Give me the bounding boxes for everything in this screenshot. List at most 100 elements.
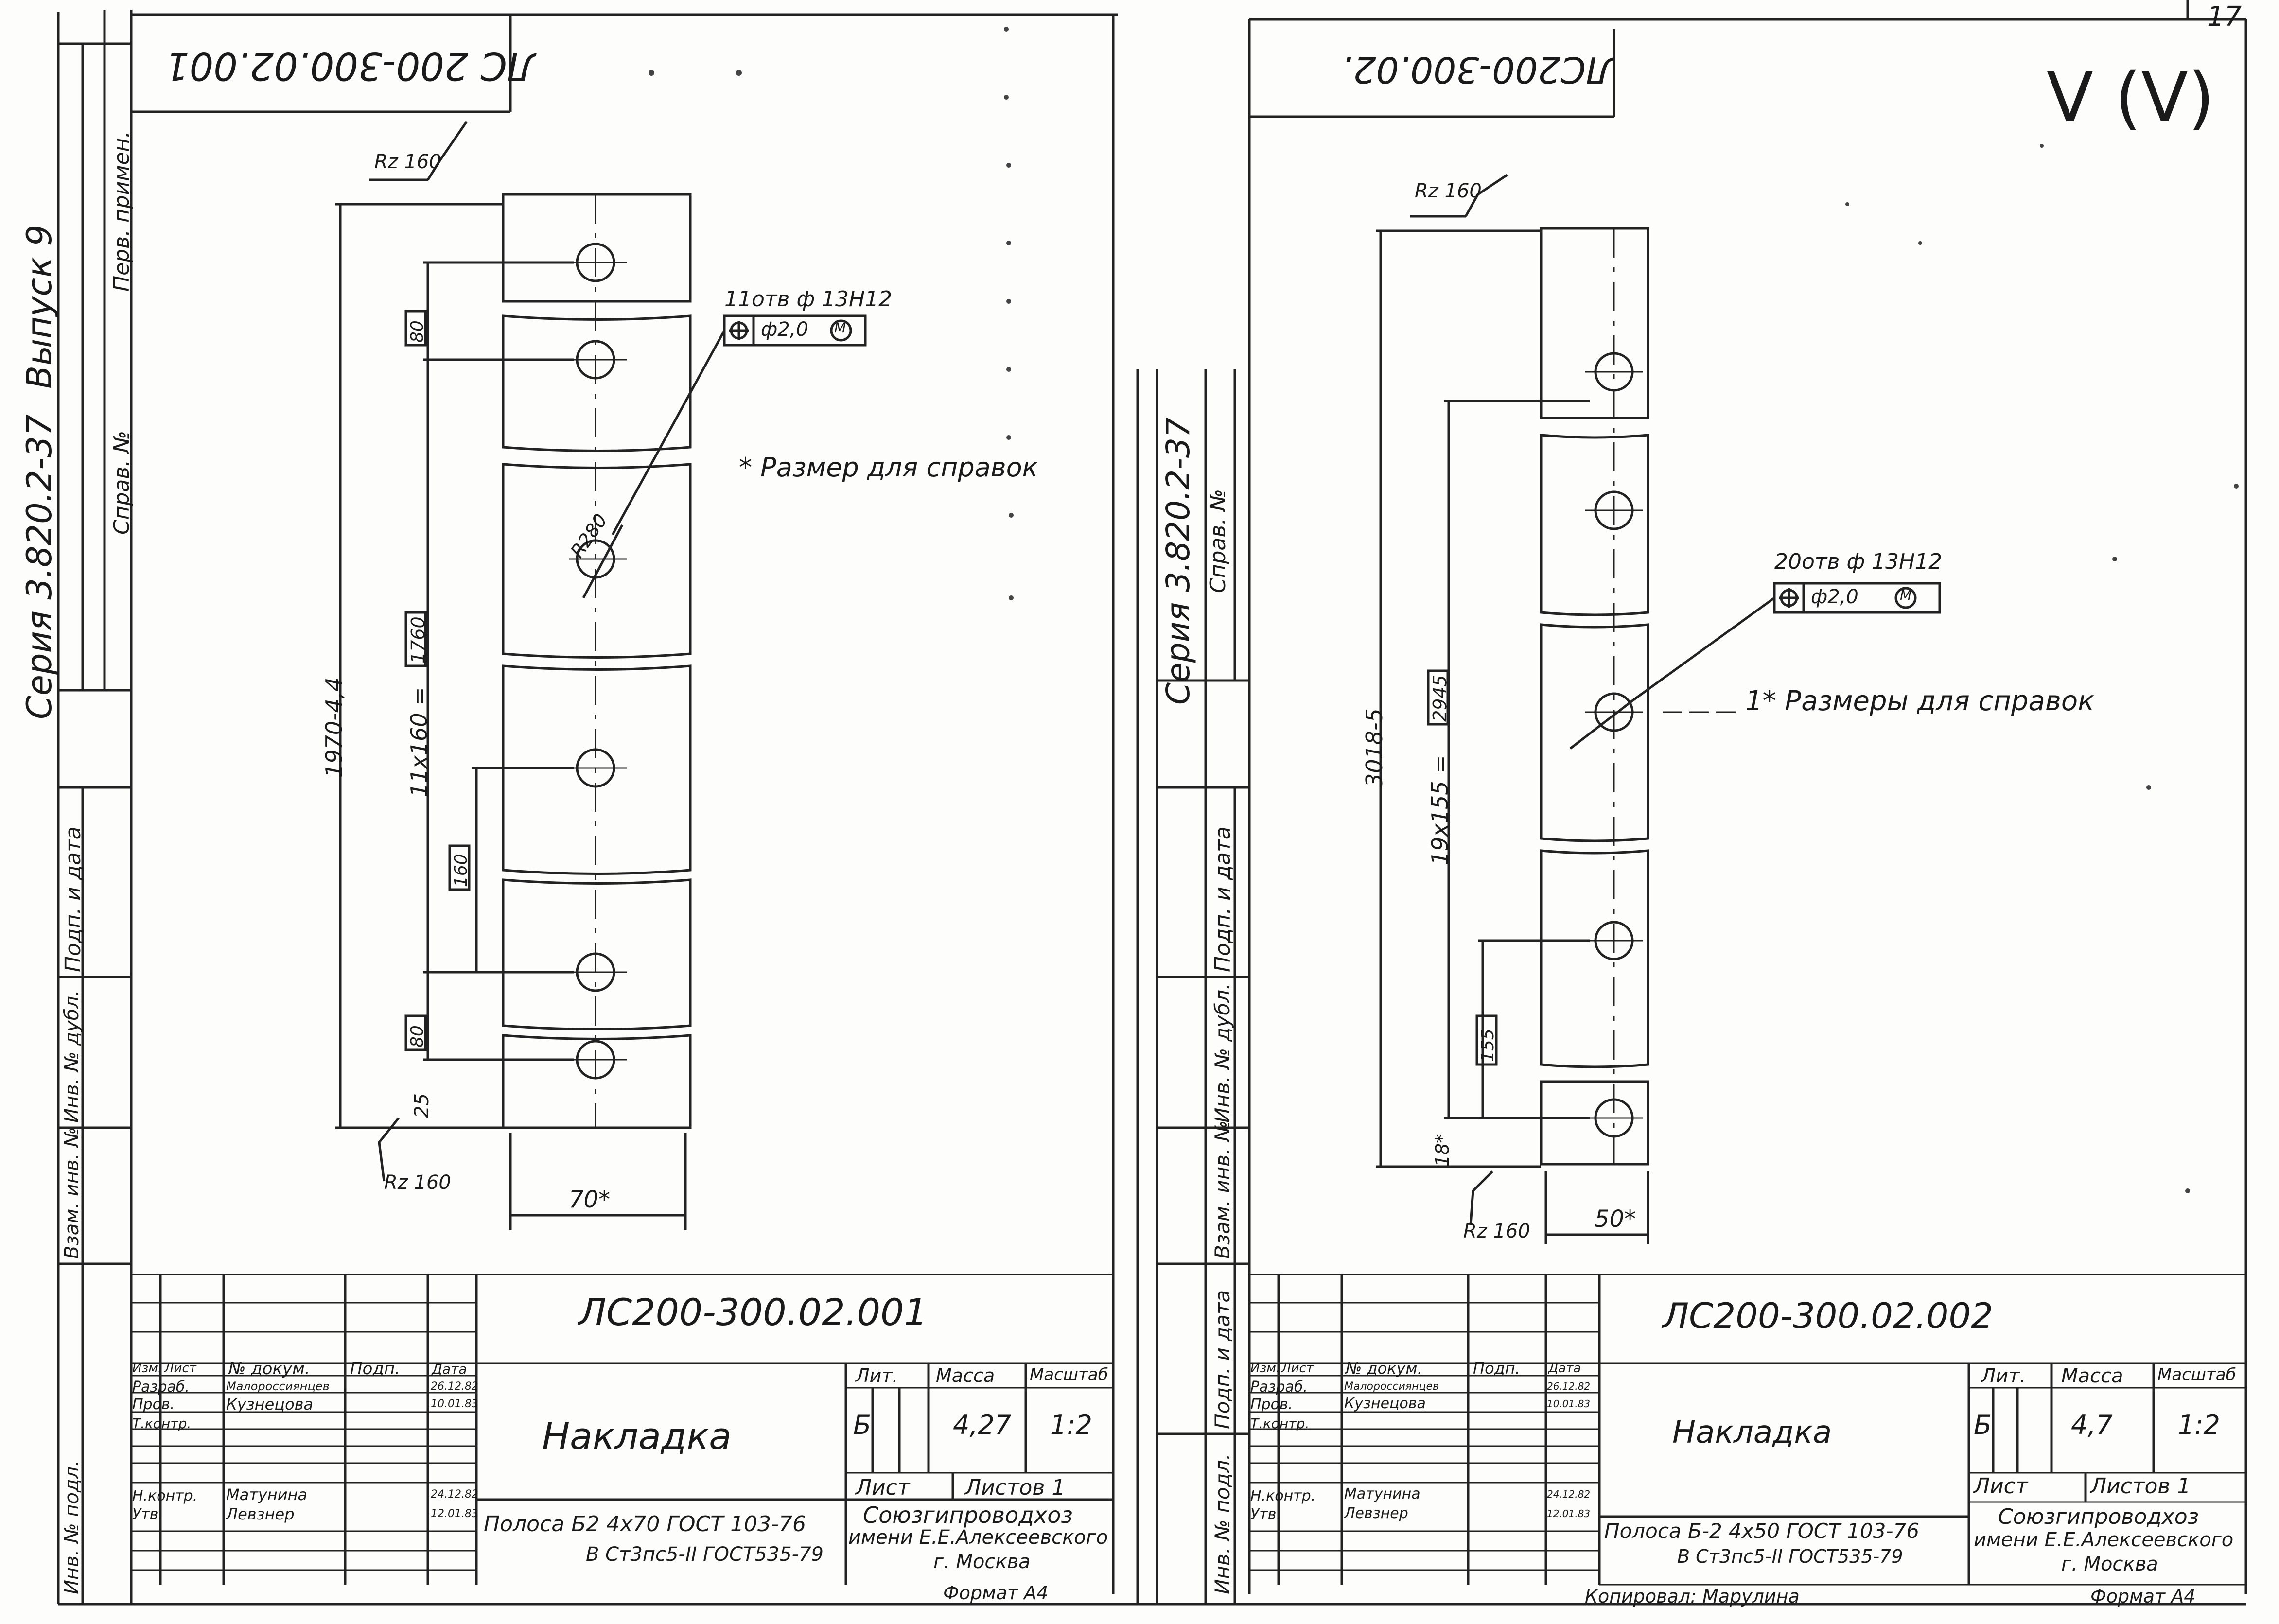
sheet2-date-4: 24.12.82 bbox=[1547, 1488, 1591, 1500]
sheet1-dim-edge: 25 bbox=[411, 1093, 433, 1118]
sheet2-tolerance: ф2,0 bbox=[1811, 586, 1858, 608]
sheet2-hdr-doc: № докум. bbox=[1346, 1359, 1422, 1378]
sheet2-part-name: Накладка bbox=[1672, 1414, 1832, 1450]
sheet1-hdr-date: Дата bbox=[432, 1361, 467, 1377]
sheet1-hdr-doc: № докум. bbox=[228, 1359, 310, 1379]
sheet1-mass-label: Масса bbox=[936, 1365, 995, 1386]
sheet2-lit-label: Лит. bbox=[1981, 1365, 2026, 1387]
sheet1-material-1: Полоса Б2 4х70 ГОСТ 103-76 bbox=[484, 1512, 806, 1537]
sheet1-roughness-top: Rz 160 bbox=[374, 151, 441, 173]
sheet1-drawing bbox=[335, 121, 867, 1230]
sheet1-sheet-label: Лист bbox=[856, 1475, 910, 1500]
sheet2-role-1: Пров. bbox=[1250, 1396, 1293, 1413]
sheet1-lit-label: Лит. bbox=[856, 1365, 898, 1386]
sheet1-org-2: имени Е.Е.Алексеевского bbox=[848, 1526, 1108, 1549]
sheet1-hole-note: 11отв ф 13Н12 bbox=[724, 287, 893, 312]
strip-segment bbox=[1540, 434, 1649, 616]
sheet2-copied: Копировал: Марулина bbox=[1585, 1586, 1800, 1607]
sheet2-sheets-label: Листов 1 bbox=[2090, 1474, 2191, 1499]
sheet1-name-4: Матунина bbox=[226, 1485, 308, 1504]
sheet2-format: Формат А4 bbox=[2090, 1586, 2196, 1607]
mid-podp-data: Подп. и дата bbox=[1210, 826, 1235, 972]
mid-sprav-label: Справ. № bbox=[1206, 489, 1230, 593]
strip-segment bbox=[1540, 227, 1649, 419]
sheet1-scale: 1:2 bbox=[1050, 1410, 1092, 1440]
sheet1-role-4: Н.контр. bbox=[132, 1487, 198, 1504]
sheet2-date-5: 12.01.83 bbox=[1547, 1508, 1591, 1519]
sheet1-roughness-bottom: Rz 160 bbox=[384, 1171, 451, 1194]
sheet1-title-block-grid bbox=[131, 1274, 1113, 1585]
sheet1-date-5: 12.01.83 bbox=[431, 1508, 478, 1520]
sheet2-org-1: Союзгипроводхоз bbox=[1998, 1504, 2199, 1529]
sheet2-mass: 4,7 bbox=[2071, 1410, 2113, 1440]
sheet1-ref-note: * Размер для справок bbox=[739, 452, 1038, 483]
sheet2-roughness-bottom: Rz 160 bbox=[1463, 1220, 1530, 1242]
sheet2-name-4: Матунина bbox=[1344, 1485, 1420, 1502]
sheet2-scale: 1:2 bbox=[2178, 1410, 2220, 1440]
sheet2-hdr-list: Лист bbox=[1281, 1361, 1314, 1376]
sheet1-dim-width: 70* bbox=[569, 1186, 611, 1213]
sheet1-scale-label: Масштаб bbox=[1030, 1365, 1108, 1384]
sheet2-date-1: 10.01.83 bbox=[1547, 1398, 1591, 1410]
sheet1-format: Формат А4 bbox=[943, 1582, 1049, 1604]
sheet1-name-5: Левзнер bbox=[226, 1505, 295, 1523]
sheet1-role-5: Утв. bbox=[132, 1506, 163, 1523]
sheet2-dim-step: 155 bbox=[1478, 1029, 1498, 1062]
sheet2-org-2: имени Е.Е.Алексеевского bbox=[1974, 1529, 2234, 1551]
strip-segment bbox=[1540, 849, 1649, 1068]
sheet2-drawing bbox=[1376, 174, 1941, 1244]
strip-segment bbox=[502, 193, 692, 303]
sheet2-scale-label: Масштаб bbox=[2157, 1365, 2236, 1384]
mid-vzam-inv: Взам. инв. № bbox=[1210, 1120, 1234, 1259]
sheet2-material-1: Полоса Б-2 4х50 ГОСТ 103-76 bbox=[1604, 1519, 1919, 1543]
sheet1-org-3: г. Москва bbox=[933, 1551, 1031, 1573]
sheet2-role-0: Разраб. bbox=[1250, 1379, 1308, 1396]
sheet2-role-4: Н.контр. bbox=[1250, 1487, 1316, 1504]
sheet1-role-1: Пров. bbox=[132, 1396, 175, 1413]
sheet2-org-3: г. Москва bbox=[2061, 1553, 2158, 1575]
sheet2-sheet-label: Лист bbox=[1974, 1474, 2028, 1499]
sheet2-date-0: 26.12.82 bbox=[1547, 1380, 1591, 1392]
sheet2-designation: ЛС200-300.02.002 bbox=[1663, 1295, 1994, 1336]
sheet2-dim-edge: 18* bbox=[1432, 1134, 1453, 1167]
sheet2-title-block-grid bbox=[1249, 1274, 2246, 1586]
mid-inv-dubl: Инв. № дубл. bbox=[1210, 983, 1234, 1123]
sheet2-dim-total: 3018-5 bbox=[1361, 708, 1387, 787]
sheet1-hdr-izm: Изм. bbox=[132, 1361, 162, 1376]
sheet1-material-2: В Ст3пс5-II ГОСТ535-79 bbox=[586, 1543, 824, 1566]
mid-inv-podl: Инв. № подл. bbox=[1210, 1453, 1234, 1594]
sheet2-dim-pitch-val: 2945 bbox=[1429, 675, 1451, 722]
sheet1-part-name: Накладка bbox=[542, 1414, 732, 1458]
sheet-number: 17 bbox=[2207, 1, 2242, 33]
sheet1-date-1: 10.01.83 bbox=[431, 1398, 478, 1410]
sheet1-dim-top: 80 bbox=[407, 320, 427, 343]
sheet1-org-1: Союзгипроводхоз bbox=[863, 1502, 1073, 1528]
sheet2-hdr-izm: Изм. bbox=[1250, 1361, 1280, 1376]
sheet1-name-1: Кузнецова bbox=[226, 1395, 314, 1414]
sheet2-role-2: Т.контр. bbox=[1250, 1415, 1310, 1432]
mid-podp-data-2: Подп. и дата bbox=[1210, 1290, 1234, 1429]
strip-segment bbox=[502, 314, 692, 452]
sheet1-hdr-sign: Подп. bbox=[350, 1359, 400, 1379]
strip-segment bbox=[502, 463, 692, 659]
strip-segment bbox=[502, 1034, 692, 1129]
sheet2-dim-pitch: 19х155 = bbox=[1427, 755, 1453, 865]
mid-series-label: Серия 3.820.2-37 bbox=[1159, 417, 1197, 705]
sheet2-name-0: Малороссиянцев bbox=[1344, 1380, 1439, 1393]
sheet1-role-0: Разраб. bbox=[132, 1379, 190, 1396]
sheet2-role-5: Утв. bbox=[1250, 1506, 1281, 1523]
strip-segment bbox=[1540, 1080, 1649, 1166]
sheet1-dim-bottom: 80 bbox=[407, 1025, 427, 1048]
sheet2-name-5: Левзнер bbox=[1344, 1505, 1408, 1522]
sheet2-hdr-sign: Подп. bbox=[1473, 1359, 1520, 1378]
sheet1-role-2: Т.контр. bbox=[132, 1415, 192, 1432]
sheet1-dim-pitch: 11х160 = bbox=[406, 687, 432, 797]
sheet2-tolerance-mod: M bbox=[1900, 587, 1912, 603]
sheet1-date-4: 24.12.82 bbox=[431, 1488, 478, 1501]
sheet1-mass: 4,27 bbox=[953, 1410, 1012, 1440]
sheet2-dim-width: 50* bbox=[1595, 1205, 1636, 1233]
sheet2-lit: Б bbox=[1974, 1410, 1992, 1440]
strip-segment bbox=[502, 664, 692, 875]
